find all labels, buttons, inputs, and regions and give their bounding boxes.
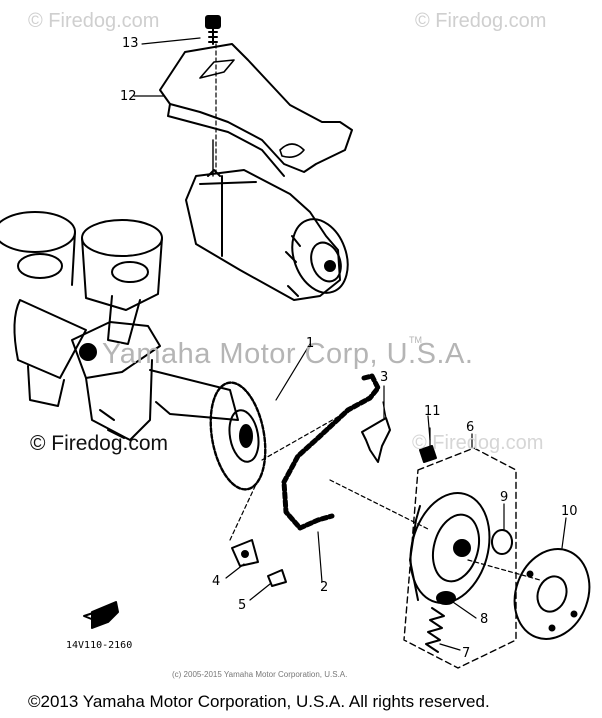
trademark-label: TM [409,335,422,345]
bolt-13-part [205,15,221,45]
yamaha-watermark: Yamaha Motor Corp, U.S.A. [102,338,474,370]
starter-motor-part [185,139,349,301]
starter-cover-12-part [159,43,353,177]
callout-13: 13 [122,36,139,51]
diagram-code-label: 14V110-2160 [66,640,133,651]
starter-clutch-6-part [403,447,517,669]
callout-3: 3 [380,370,389,385]
callout-4: 4 [212,574,221,589]
callout-9: 9 [500,490,509,505]
stopper-plate-3-part [361,401,391,463]
front-marker-icon [83,601,119,629]
callout-1: 1 [306,336,315,351]
small-copyright: (c) 2005-2015 Yamaha Motor Corporation, … [172,670,348,679]
callout-2: 2 [320,580,329,595]
clip-4-part [231,539,259,567]
sprocket-1-part [209,381,267,491]
spring-7-part [425,607,445,653]
screw-5-part [267,569,287,587]
firedog-watermark: © Firedog.com [30,432,169,455]
cover-plate-10-part [513,548,591,640]
firedog-watermark: © Firedog.com [415,10,547,32]
callout-10: 10 [561,504,578,519]
callout-11: 11 [424,404,441,419]
callout-6: 6 [466,420,475,435]
callout-5: 5 [238,598,247,613]
roller-9-part [491,529,513,555]
crankshaft-assembly-part [0,211,239,441]
callout-7: 7 [462,646,471,661]
chain-2-part [281,373,381,531]
firedog-watermark: © Firedog.com [28,10,160,32]
callout-12: 12 [120,89,137,104]
callout-8: 8 [480,612,489,627]
firedog-watermark: © Firedog.com [412,432,544,454]
copyright-footer: ©2013 Yamaha Motor Corporation, U.S.A. A… [28,692,490,711]
